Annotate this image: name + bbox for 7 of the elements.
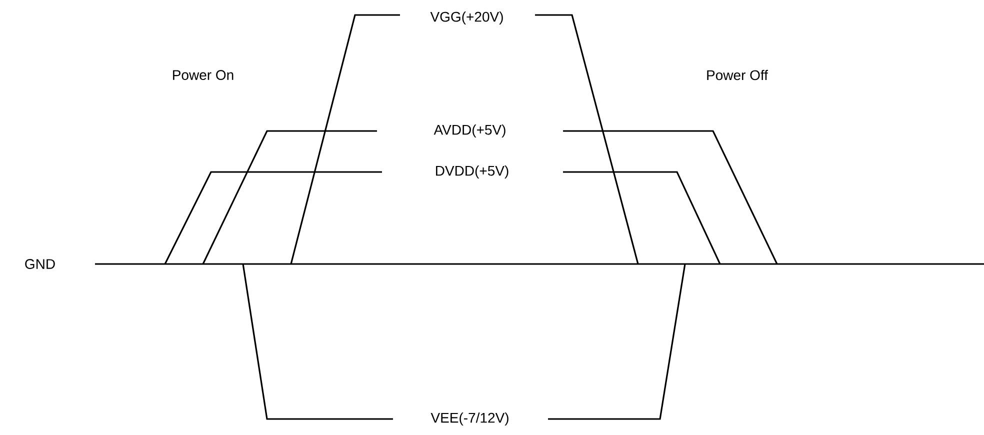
signal-label: DVDD(+5V)	[436, 165, 508, 179]
signal-label: Power Off	[707, 70, 768, 80]
signal-label: VEE(-7/12V)	[430, 412, 508, 426]
signal-label: Power On	[173, 70, 234, 80]
signal-label: VGG(+20V)	[430, 11, 503, 25]
signal-label: AVDD(+5V)	[434, 124, 506, 138]
signal-label: GND	[25, 259, 55, 269]
